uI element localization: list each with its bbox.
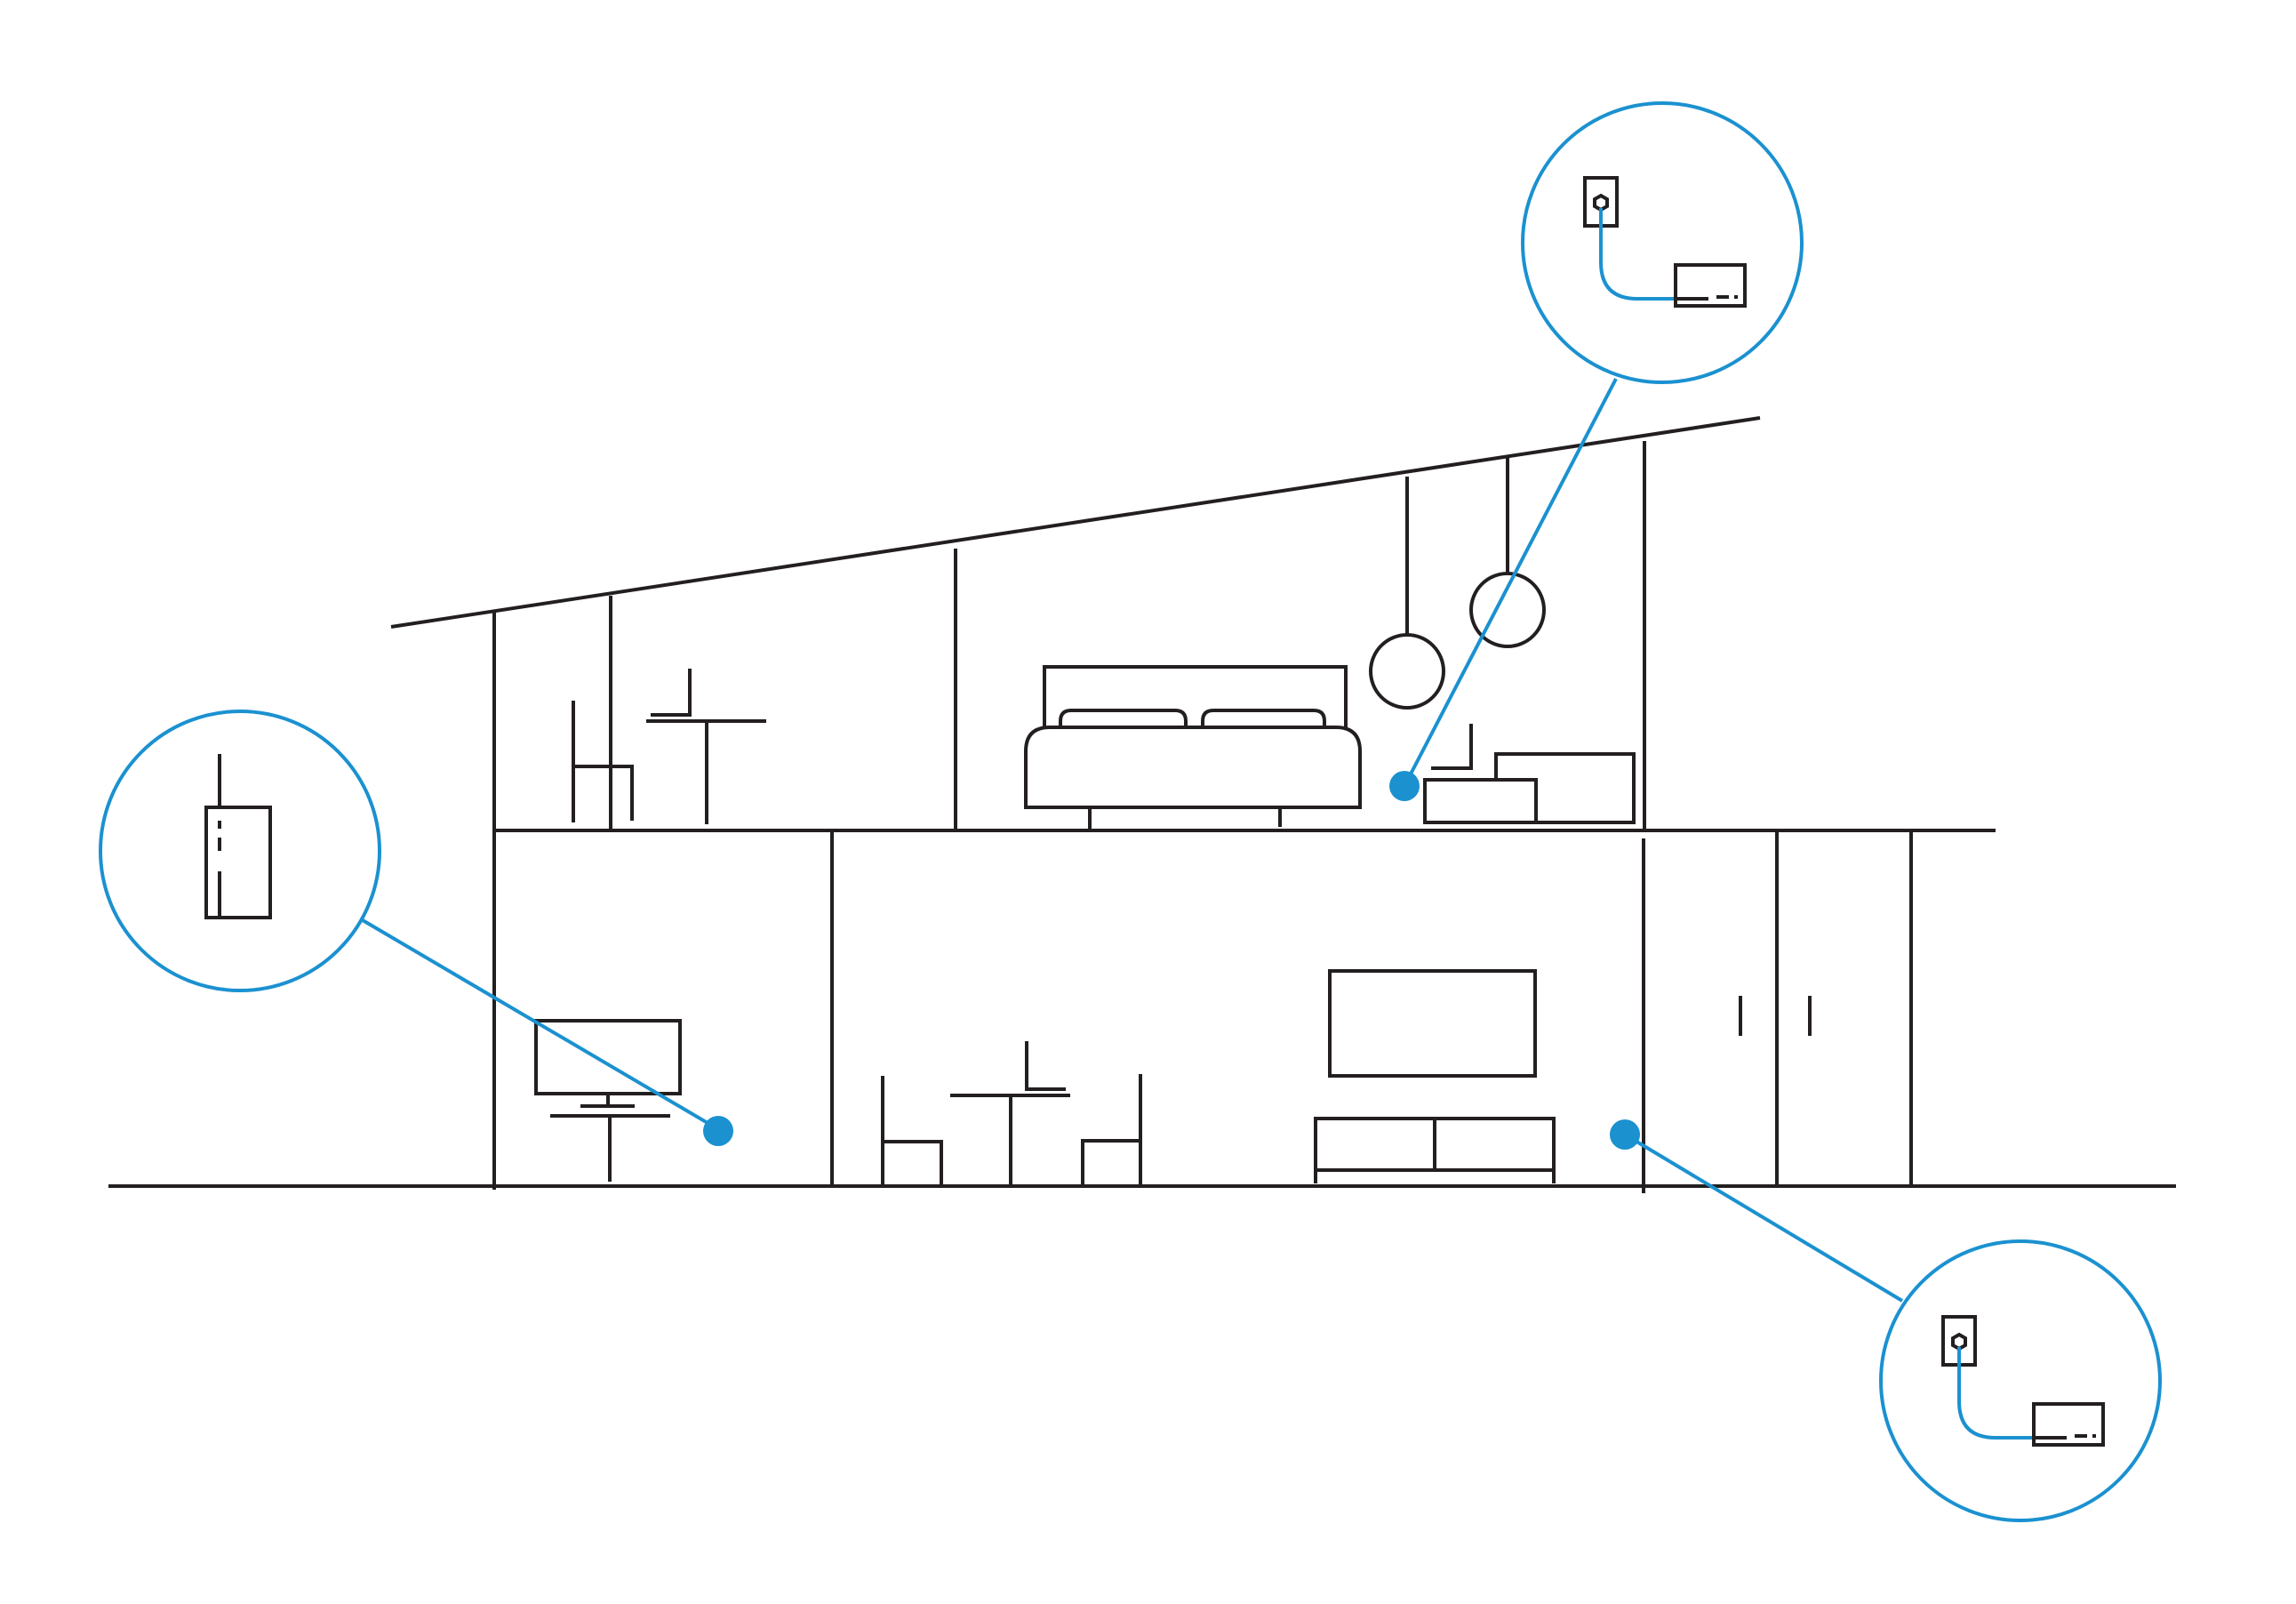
powerline-adapter-icon: [1941, 1315, 2105, 1447]
nightstand-icon: [1423, 724, 1636, 824]
office-desk-icon: [534, 1019, 682, 1182]
router-callout: [99, 710, 733, 1146]
tv-console-icon: [1314, 1117, 1556, 1183]
router-location-dot: [703, 1116, 733, 1146]
tv-icon: [1328, 969, 1537, 1078]
living-leader-line: [1623, 1133, 1904, 1303]
router-leader-line: [361, 918, 720, 1131]
bedroom-adapter-callout: [1389, 101, 1804, 801]
bedroom-callout-circle: [1521, 101, 1804, 384]
house-structure: [108, 416, 2176, 1193]
pendant-lamp-right-icon: [1469, 457, 1546, 648]
living-adapter-callout: [1610, 1119, 2162, 1522]
dining-chair-left-icon: [881, 1076, 943, 1185]
powerline-adapter-icon: [1583, 176, 1747, 308]
study-table-icon: [646, 669, 766, 824]
bed-icon: [1024, 665, 1362, 830]
dining-chair-right-icon: [1081, 1074, 1142, 1185]
pendant-lamp-left-icon: [1369, 477, 1445, 710]
living-callout-circle: [1879, 1239, 2162, 1522]
bedroom-location-dot: [1389, 771, 1420, 801]
roof-line: [390, 416, 1761, 629]
living-location-dot: [1610, 1119, 1640, 1150]
router-callout-circle: [99, 710, 381, 992]
bedroom-leader-line: [1403, 378, 1618, 787]
study-chair-icon: [572, 701, 634, 822]
router-icon: [204, 754, 272, 919]
dining-table-icon: [950, 1041, 1070, 1186]
